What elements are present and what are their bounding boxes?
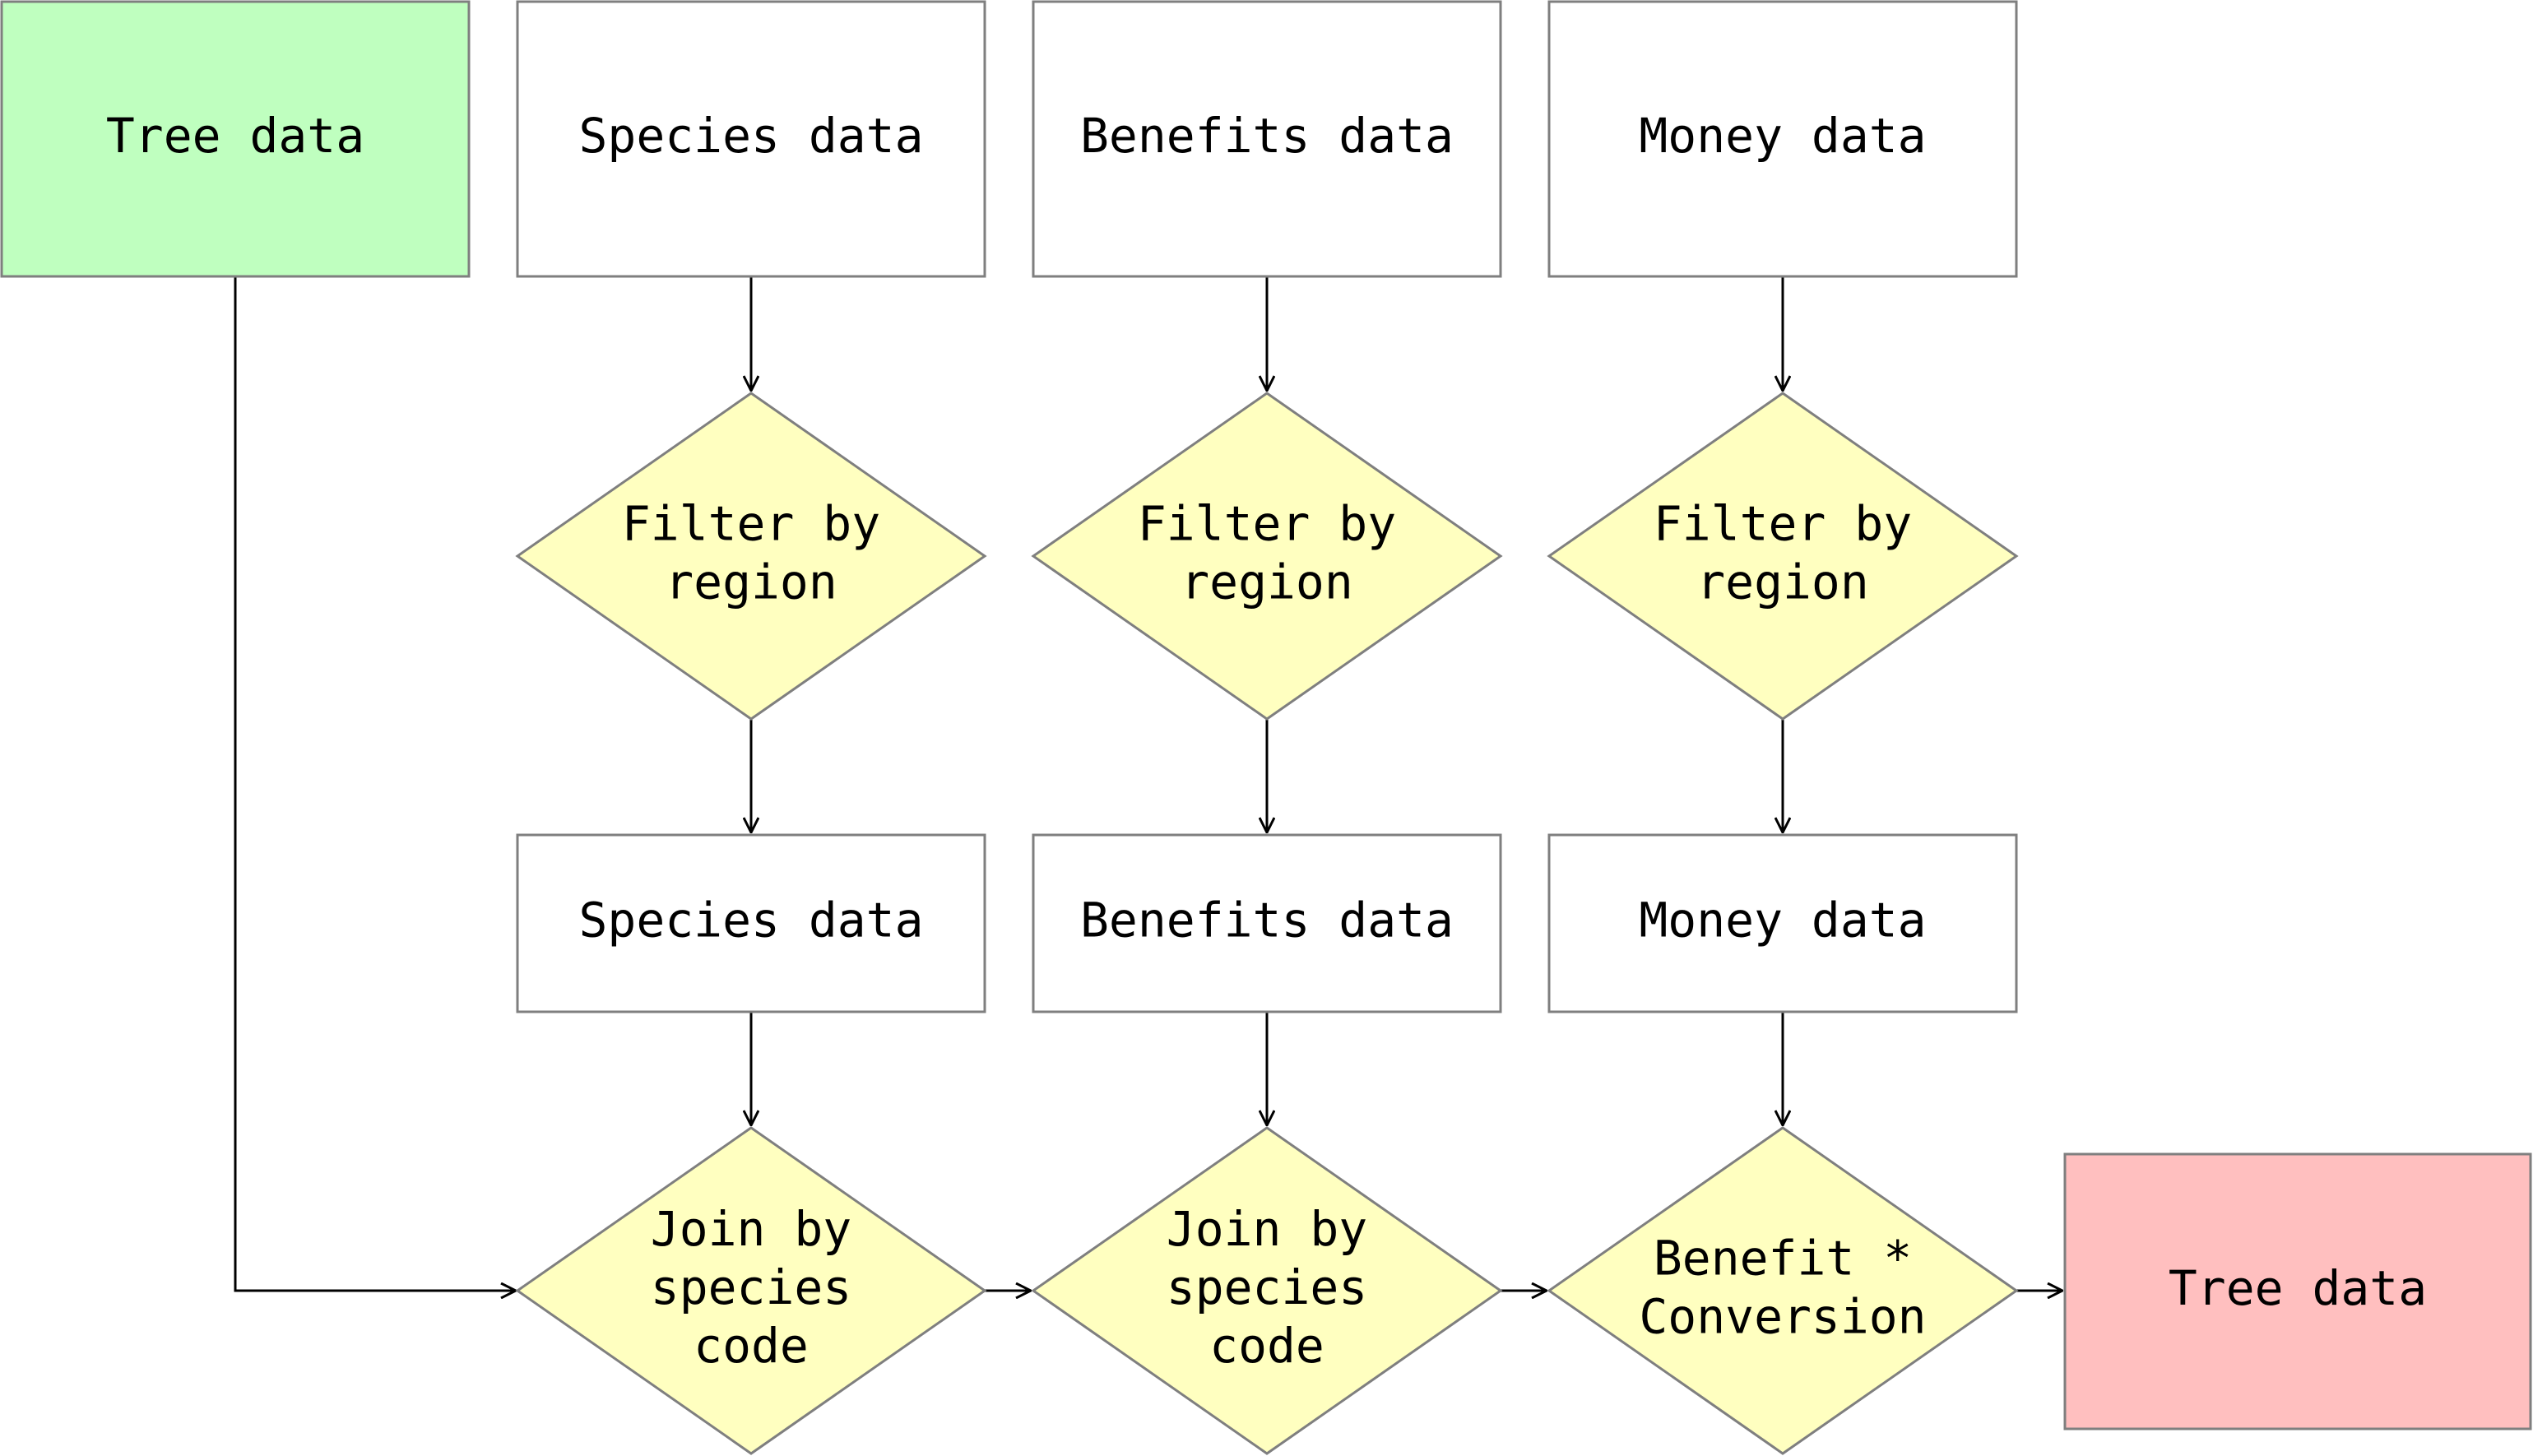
node-label-line: Tree data: [106, 108, 364, 164]
node-label-line: Join by: [1167, 1201, 1367, 1257]
data-box: [0, 0, 471, 278]
node-label-line: species: [651, 1259, 851, 1315]
node-label-line: Benefits data: [1080, 893, 1454, 948]
decision-diamond: [1547, 392, 2019, 721]
node-label-line: Money data: [1639, 108, 1926, 164]
node-money-data: Money data: [1547, 0, 2018, 278]
node-label-line: Species data: [578, 893, 923, 948]
node-label-line: code: [1209, 1318, 1324, 1374]
node-label-line: Species data: [578, 108, 923, 164]
node-label-line: region: [1696, 554, 1869, 610]
node-tree-data-input: Tree data: [0, 0, 471, 278]
node-label-line: region: [1181, 554, 1353, 610]
node-species-data-filtered: Species data: [516, 833, 986, 1013]
node-benefit-conversion: Benefit *Conversion: [1547, 1126, 2019, 1455]
node-label-line: Filter by: [622, 496, 880, 552]
decision-diamond: [1031, 1126, 1503, 1455]
node-benefits-data-filtered: Benefits data: [1032, 833, 1502, 1013]
data-box: [1032, 0, 1502, 278]
edges-layer: [234, 276, 2062, 1291]
decision-diamond: [515, 392, 987, 721]
data-box: [2063, 1152, 2532, 1430]
data-box: [1032, 833, 1502, 1013]
node-label-line: Conversion: [1639, 1289, 1926, 1345]
node-label-line: Tree data: [2169, 1260, 2427, 1316]
node-species-data: Species data: [516, 0, 986, 278]
decision-diamond: [1031, 392, 1503, 721]
decision-diamond: [515, 1126, 987, 1455]
node-money-data-filtered: Money data: [1547, 833, 2018, 1013]
node-benefits-data: Benefits data: [1032, 0, 1502, 278]
node-label-line: Filter by: [1138, 496, 1396, 552]
node-label-line: Filter by: [1654, 496, 1912, 552]
edge-tree-data-input-to-join-species: [234, 276, 516, 1291]
decision-diamond: [1547, 1126, 2019, 1455]
data-box: [1547, 833, 2018, 1013]
data-box: [516, 0, 986, 278]
node-label-line: Join by: [651, 1201, 851, 1257]
node-label-line: code: [694, 1318, 809, 1374]
data-box: [1547, 0, 2018, 278]
node-label-line: Benefit *: [1654, 1231, 1912, 1287]
node-label-line: Money data: [1639, 893, 1926, 948]
node-label-line: Benefits data: [1080, 108, 1454, 164]
data-box: [516, 833, 986, 1013]
node-tree-data-output: Tree data: [2063, 1152, 2532, 1430]
node-label-line: species: [1167, 1259, 1367, 1315]
node-label-line: region: [665, 554, 837, 610]
